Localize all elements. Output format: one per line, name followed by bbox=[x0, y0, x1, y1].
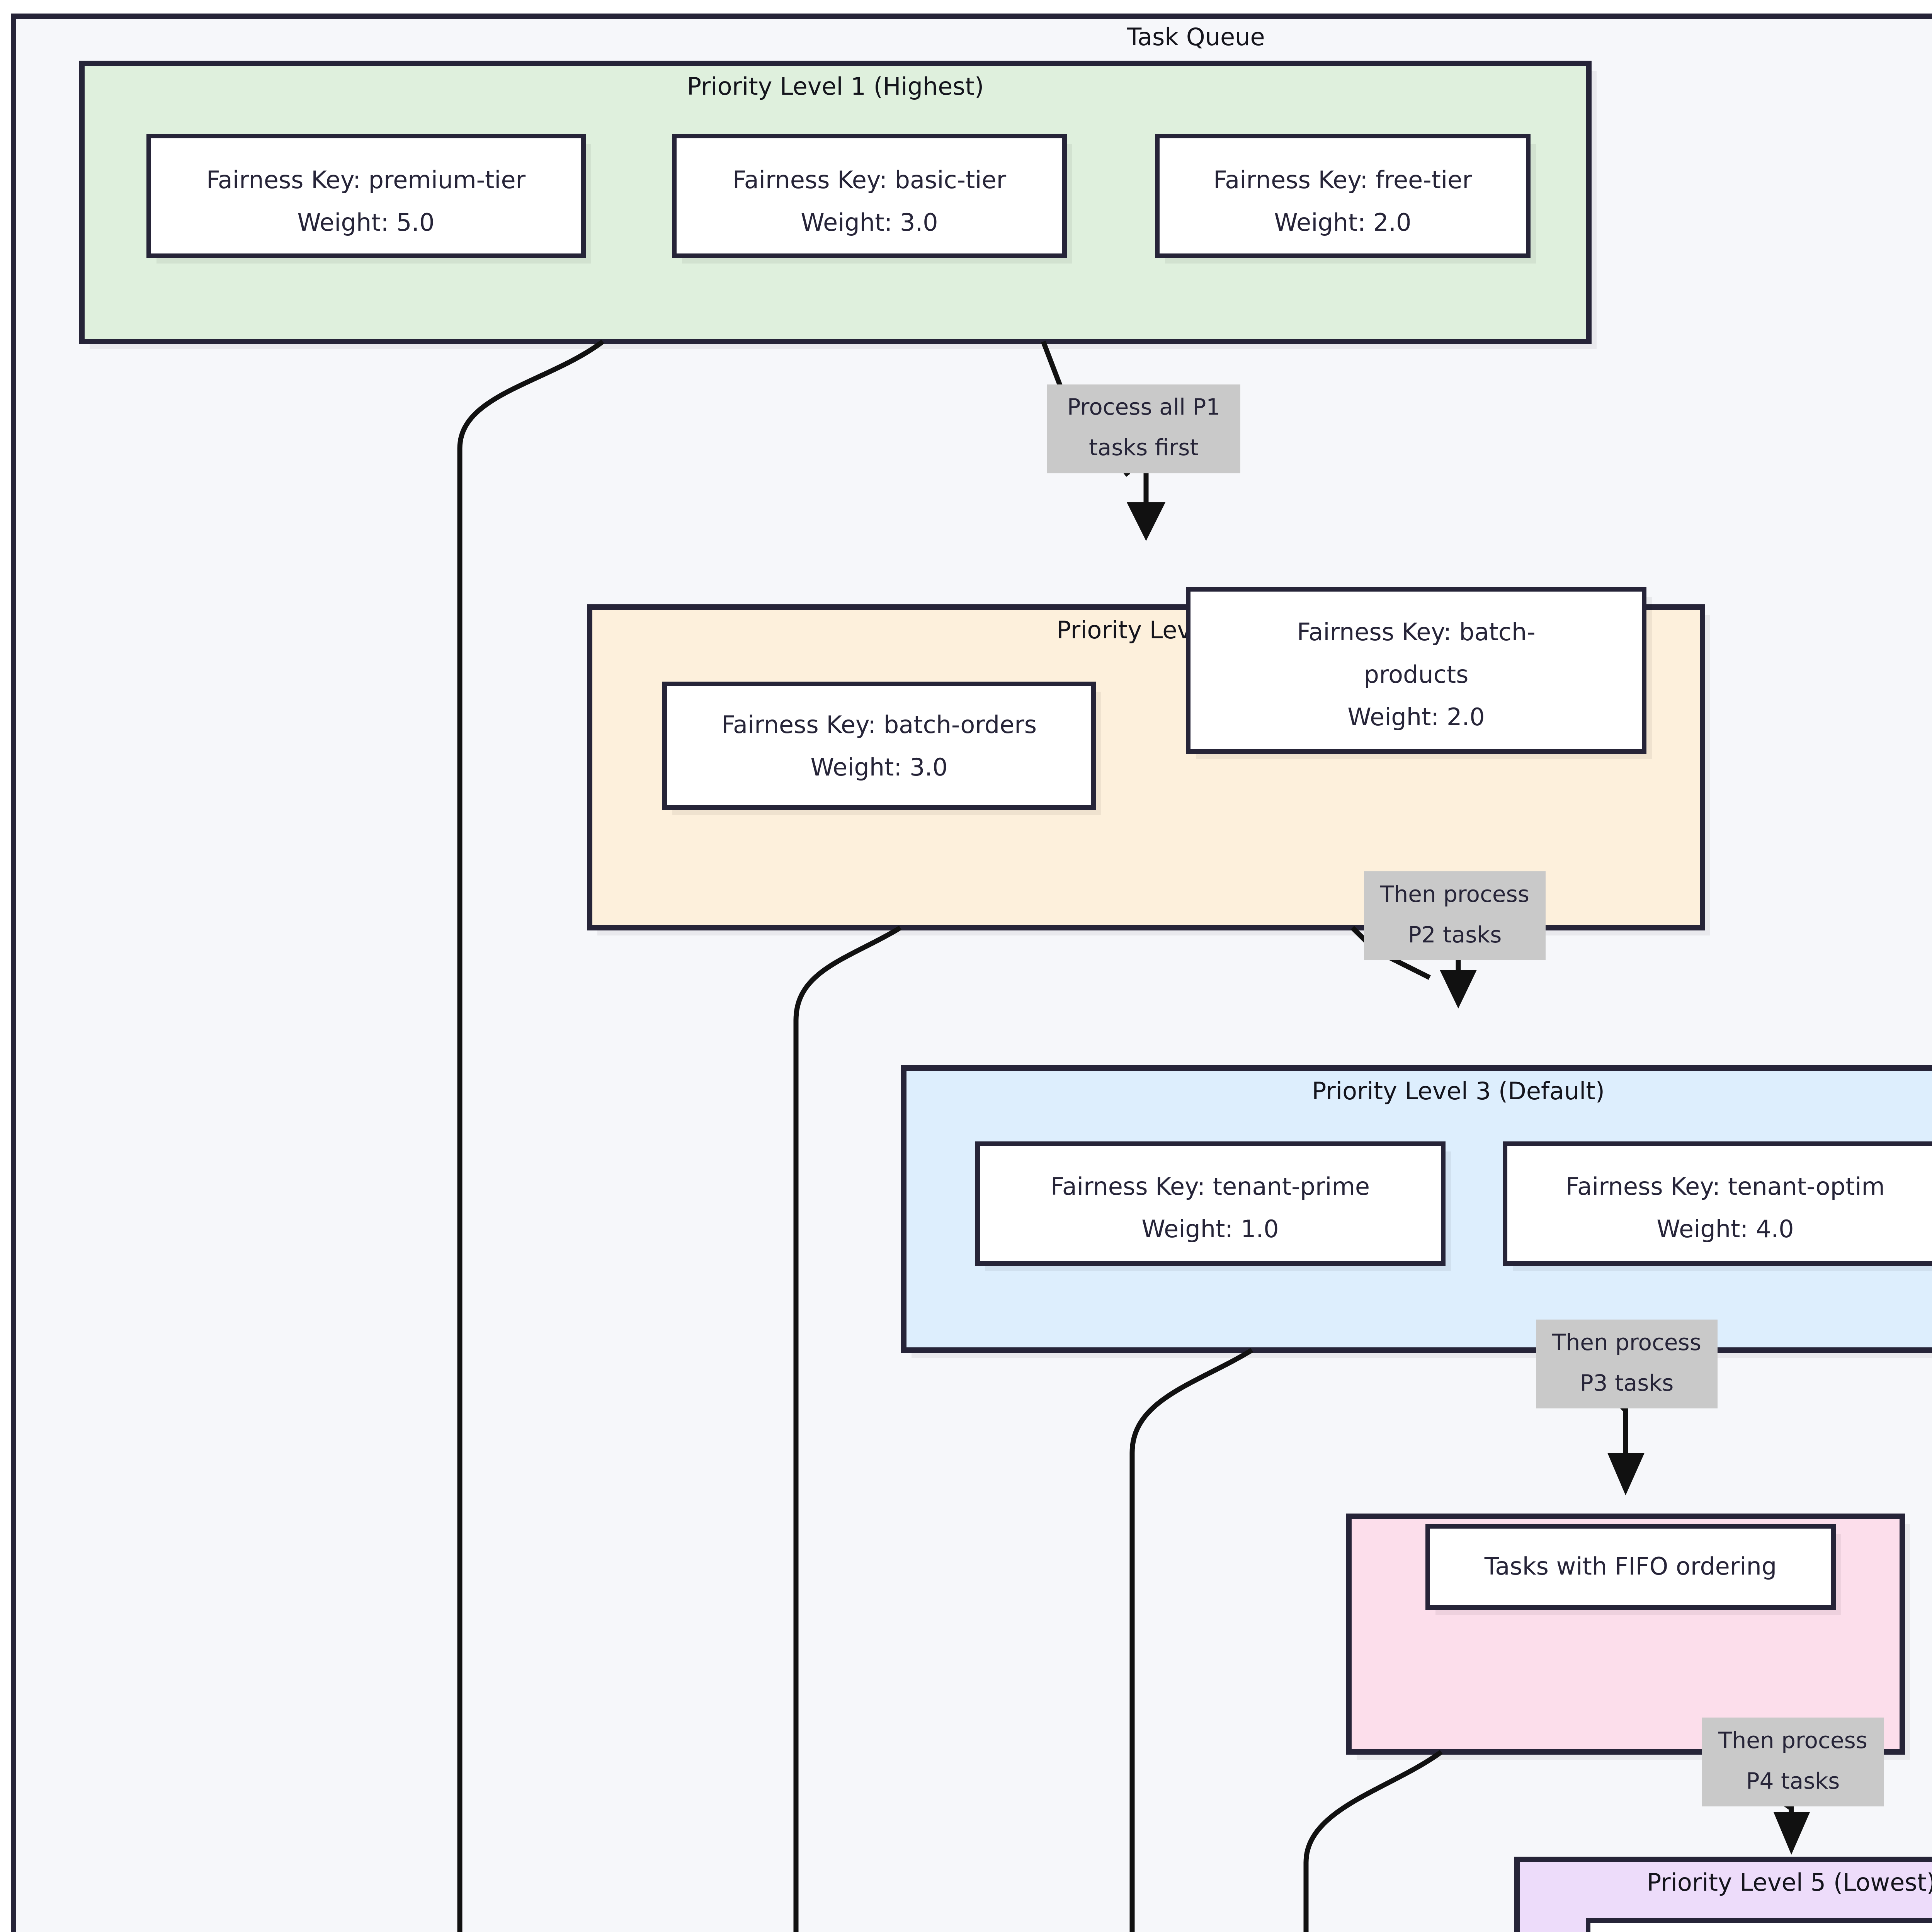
edge-p3-to-workers bbox=[1129, 1348, 1253, 1932]
node-p3b-line1: Fairness Key: tenant-optim bbox=[1566, 1172, 1885, 1201]
cluster-label-p5: Priority Level 5 (Lowest) bbox=[1647, 1868, 1932, 1896]
edge-label-p4-p5: Then process P4 tasks bbox=[1702, 1718, 1884, 1806]
edge-label-p2-p3-line2: P2 tasks bbox=[1408, 922, 1502, 948]
node-p2a-line2: Weight: 3.0 bbox=[810, 753, 947, 781]
edge-p2-to-p3-arrowhead bbox=[1440, 970, 1477, 1009]
node-p4a-line1: Tasks with FIFO ordering bbox=[1484, 1552, 1777, 1580]
edge-label-p1-p2-line2: tasks first bbox=[1089, 434, 1199, 461]
edge-label-p3-p4-bg bbox=[1536, 1320, 1718, 1408]
edge-p4-to-p5-arrowhead bbox=[1774, 1812, 1810, 1855]
node-p2-batch-products[interactable] bbox=[1186, 587, 1646, 754]
node-p2a-line1: Fairness Key: batch-orders bbox=[721, 711, 1037, 739]
node-p2b-line2: products bbox=[1364, 660, 1469, 689]
node-p1a-line1: Fairness Key: premium-tier bbox=[206, 166, 526, 194]
node-p1b-line2: Weight: 3.0 bbox=[801, 208, 938, 236]
edge-label-p3-p4: Then process P3 tasks bbox=[1536, 1320, 1718, 1408]
edge-p3-to-p4-arrowhead bbox=[1607, 1453, 1645, 1495]
node-p5-fifo[interactable] bbox=[1586, 1918, 1932, 1932]
edge-p1-to-workers bbox=[457, 339, 604, 1932]
node-p3b-line2: Weight: 4.0 bbox=[1656, 1215, 1794, 1243]
node-p2-batch-orders[interactable] bbox=[662, 682, 1096, 810]
edge-label-p1-p2-line1: Process all P1 bbox=[1067, 394, 1221, 420]
edge-label-p2-p3-line1: Then process bbox=[1380, 881, 1529, 907]
node-p1b-line1: Fairness Key: basic-tier bbox=[733, 166, 1007, 194]
node-p2b-line1: Fairness Key: batch- bbox=[1297, 618, 1535, 646]
node-p1-basic-tier[interactable] bbox=[672, 134, 1067, 258]
node-p1a-line2: Weight: 5.0 bbox=[297, 208, 434, 236]
node-p4-fifo[interactable] bbox=[1425, 1524, 1836, 1610]
edge-label-p1-p2: Process all P1 tasks first bbox=[1047, 384, 1240, 473]
node-p1-premium-tier[interactable] bbox=[146, 134, 586, 258]
node-p1c-line2: Weight: 2.0 bbox=[1274, 208, 1411, 236]
edge-label-p4-p5-line2: P4 tasks bbox=[1746, 1768, 1840, 1794]
edge-label-p2-p3: Then process P2 tasks bbox=[1364, 871, 1546, 960]
edge-label-p3-p4-line1: Then process bbox=[1552, 1329, 1701, 1355]
node-p3a-line1: Fairness Key: tenant-prime bbox=[1051, 1172, 1370, 1201]
edge-label-p1-p2-bg bbox=[1047, 384, 1240, 473]
cluster-label-p1: Priority Level 1 (Highest) bbox=[687, 72, 984, 100]
node-p3-tenant-prime[interactable] bbox=[975, 1141, 1446, 1266]
edge-label-p2-p3-bg bbox=[1364, 871, 1546, 960]
cluster-label-p3: Priority Level 3 (Default) bbox=[1312, 1077, 1605, 1105]
node-p2b-line3: Weight: 2.0 bbox=[1347, 703, 1485, 731]
edge-label-p4-p5-bg bbox=[1702, 1718, 1884, 1806]
edge-label-p3-p4-line2: P3 tasks bbox=[1580, 1370, 1674, 1396]
edge-p4-to-workers bbox=[1303, 1750, 1443, 1932]
node-p1-free-tier[interactable] bbox=[1155, 134, 1531, 258]
node-p1c-line1: Fairness Key: free-tier bbox=[1213, 166, 1472, 194]
node-p3a-line2: Weight: 1.0 bbox=[1141, 1215, 1279, 1243]
edge-p2-to-workers bbox=[793, 925, 902, 1932]
node-p3-tenant-optim[interactable] bbox=[1503, 1141, 1932, 1266]
edge-p1-to-p2-arrowhead bbox=[1127, 502, 1165, 541]
edge-label-p4-p5-line1: Then process bbox=[1718, 1727, 1867, 1753]
task-queue-title: Task Queue bbox=[1126, 23, 1265, 51]
